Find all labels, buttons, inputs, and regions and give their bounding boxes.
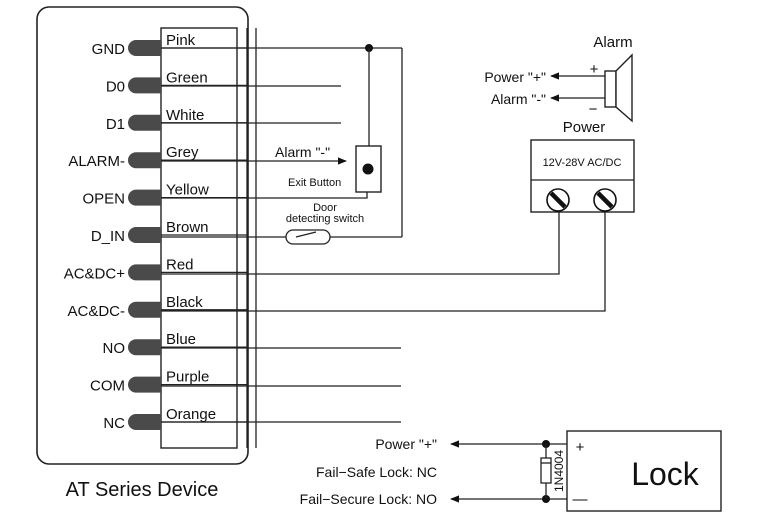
pin-row: D_IN Brown: [91, 219, 247, 245]
power-title: Power: [563, 119, 606, 136]
alarm-speaker-body: [604, 70, 617, 108]
wire-color-label: White: [166, 107, 204, 124]
fail-safe-label: Fail−Safe Lock: NC: [316, 464, 437, 480]
lock-minus-sign: —: [573, 491, 588, 508]
pin-terminal-label: AC&DC+: [64, 265, 126, 282]
fail-secure-label: Fail−Secure Lock: NO: [300, 491, 437, 507]
door-switch-contact: [295, 231, 317, 238]
door-switch-icon: [285, 229, 331, 245]
wire-color-label: Grey: [166, 144, 199, 161]
pin-terminal-label: ALARM-: [68, 153, 125, 170]
alarm-power-label: Power "+": [484, 69, 546, 85]
pin-connector-icon: [128, 152, 161, 169]
pin-terminal-label: AC&DC-: [67, 303, 125, 320]
red-power-wire: [161, 208, 560, 275]
pin-row: AC&DC+ Red: [64, 256, 247, 282]
pin-connector-icon: [128, 40, 161, 56]
pin-connector-icon: [128, 414, 161, 430]
wire-color-label: Green: [166, 69, 208, 86]
pin-row: NO Blue: [103, 331, 247, 357]
pin-row: ALARM- Grey: [68, 144, 247, 170]
alarm-title: Alarm: [593, 34, 632, 51]
pin-row: OPEN Yellow: [82, 182, 247, 208]
pin-connector-icon: [128, 339, 161, 356]
wire-color-label: Orange: [166, 406, 216, 423]
diode-label: 1N4004: [552, 450, 566, 492]
device-enclosure: [36, 6, 249, 465]
pin-terminal-label: COM: [90, 378, 125, 395]
exit-button-dot-icon: [362, 163, 374, 175]
power-rating: 12V-28V AC/DC: [543, 157, 622, 169]
pin-row: AC&DC- Black: [67, 294, 247, 320]
alarm-minus-sign: −: [589, 101, 598, 118]
door-switch-label-2: detecting switch: [286, 213, 364, 225]
pin-terminal-label: D_IN: [91, 228, 125, 245]
pin-connector-icon: [128, 77, 161, 94]
lock-box: [566, 430, 722, 512]
wire-color-label: Brown: [166, 219, 209, 236]
wire-label-strip: [160, 27, 238, 449]
wire-color-label: Yellow: [166, 182, 209, 199]
exit-alarm-label: Alarm "-": [275, 144, 330, 160]
pin-terminal-label: GND: [92, 41, 126, 58]
pin-connector-icon: [128, 227, 161, 243]
device-title: AT Series Device: [66, 479, 219, 501]
wire-color-label: Red: [166, 256, 194, 273]
power-terminal-screw-icon: [593, 188, 617, 212]
wire-color-label: Pink: [166, 32, 196, 49]
pin-terminal-label: D0: [106, 78, 125, 95]
pin-terminal-label: NO: [103, 340, 126, 357]
pin-terminal-label: OPEN: [82, 191, 125, 208]
open-wire: [161, 192, 368, 199]
lock-plus-sign: +: [576, 439, 585, 456]
pin-row: COM Purple: [90, 369, 247, 395]
diode-icon: [540, 457, 552, 484]
lock-power-label: Power "+": [375, 436, 437, 452]
alarm-alarm-label: Alarm "-": [491, 91, 546, 107]
power-terminal-screw-icon: [546, 188, 570, 212]
wire-color-label: Blue: [166, 331, 196, 348]
alarm-plus-sign: +: [590, 61, 599, 78]
pin-connector-icon: [128, 189, 161, 206]
alarm-speaker-cone-icon: [615, 53, 633, 123]
pin-terminal-label: NC: [103, 415, 125, 432]
black-power-wire: [161, 208, 606, 312]
pin-connector-icon: [128, 376, 161, 393]
pin-connector-icon: [128, 264, 161, 281]
pin-terminal-label: D1: [106, 116, 125, 133]
door-switch-label-1: Door: [313, 202, 337, 214]
wire-color-label: Black: [166, 294, 203, 311]
wire-color-label: Purple: [166, 369, 209, 386]
pin-connector-icon: [128, 114, 161, 131]
exit-button-label: Exit Button: [288, 177, 341, 189]
lock-title: Lock: [631, 456, 700, 492]
pin-connector-icon: [128, 301, 161, 318]
